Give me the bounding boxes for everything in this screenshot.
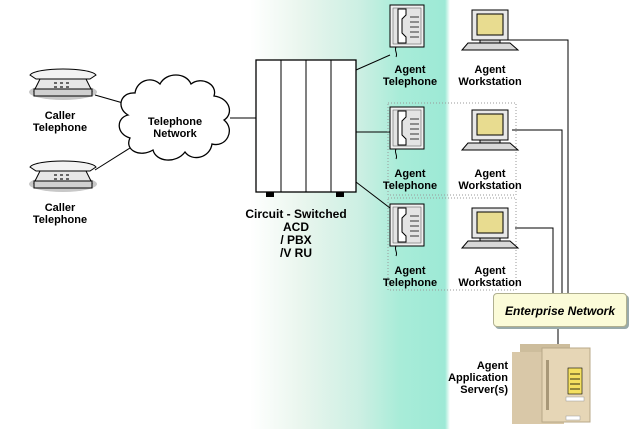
telephone-label-line: Telephone [32, 214, 88, 226]
server-label-line-3: Server(s) [460, 384, 508, 396]
caller-telephone-label-top: Caller Telephone [20, 110, 100, 134]
ws1-to-enterprise-line [503, 39, 569, 293]
telephone-network-line-1: Telephone [147, 116, 203, 128]
workstation-line: Workstation [458, 180, 522, 192]
agent-telephone-label-1: Agent Telephone [372, 64, 448, 88]
telephone-line: Telephone [382, 277, 438, 289]
ws3-to-enterprise-line [515, 227, 554, 293]
agent-line: Agent [394, 265, 426, 277]
server-label-line-1: Agent [476, 360, 508, 372]
telephone-label-line: Telephone [32, 122, 88, 134]
agent-line: Agent [474, 265, 506, 277]
telephone-network-label: Telephone Network [135, 116, 215, 140]
acd-label-line-4: /V RU [279, 246, 312, 260]
agent-group-box-3 [387, 197, 517, 291]
telephone-network-line-2: Network [153, 128, 197, 140]
telephone-line: Telephone [382, 180, 438, 192]
agent-line: Agent [394, 64, 426, 76]
agent-line: Agent [394, 168, 426, 180]
agent-workstation-icon-3 [460, 207, 520, 249]
agent-workstation-label-3: Agent Workstation [450, 265, 530, 289]
caller-telephone-icon-top [29, 68, 97, 100]
enterprise-network-label: Enterprise Network [504, 304, 616, 318]
caller-label-line: Caller [44, 202, 76, 214]
caller-telephone-label-bottom: Caller Telephone [20, 202, 100, 226]
acd-to-agent-line-3 [355, 181, 391, 209]
acd-label-line-1: Circuit - Switched [245, 207, 347, 221]
enterprise-network-box: Enterprise Network [493, 293, 627, 327]
application-server-icon [512, 344, 591, 424]
agent-line: Agent [474, 168, 506, 180]
agent-workstation-icon-2 [460, 109, 520, 151]
caller-to-network-line-bottom [94, 147, 131, 171]
telephone-network-cloud [118, 74, 231, 161]
agent-line: Agent [474, 64, 506, 76]
agent-telephone-icon-3 [389, 203, 425, 257]
server-label-line-2: Application [448, 372, 508, 384]
workstation-line: Workstation [458, 277, 522, 289]
agent-workstation-label-2: Agent Workstation [450, 168, 530, 192]
acd-to-agent-line-1 [355, 54, 391, 71]
acd-label-line-3: / PBX [280, 233, 312, 247]
telephone-line: Telephone [382, 76, 438, 88]
agent-telephone-label-3: Agent Telephone [372, 265, 448, 289]
workstation-line: Workstation [458, 76, 522, 88]
caller-telephone-icon-bottom [29, 160, 97, 192]
caller-label-line: Caller [44, 110, 76, 122]
acd-label-line-2: ACD [283, 220, 309, 234]
connection-lines [94, 39, 569, 352]
agent-workstation-label-1: Agent Workstation [450, 64, 530, 88]
agent-application-server-label: Agent Application Server(s) [440, 360, 508, 396]
agent-telephone-icon-1 [389, 4, 425, 58]
agent-telephone-label-2: Agent Telephone [372, 168, 448, 192]
agent-telephone-icon-2 [389, 106, 425, 160]
acd-pbx-cabinet-icon [255, 59, 357, 197]
ws2-to-enterprise-line [512, 129, 563, 293]
acd-pbx-label: Circuit - Switched ACD / PBX /V RU [236, 208, 356, 260]
agent-workstation-icon-1 [460, 9, 520, 51]
